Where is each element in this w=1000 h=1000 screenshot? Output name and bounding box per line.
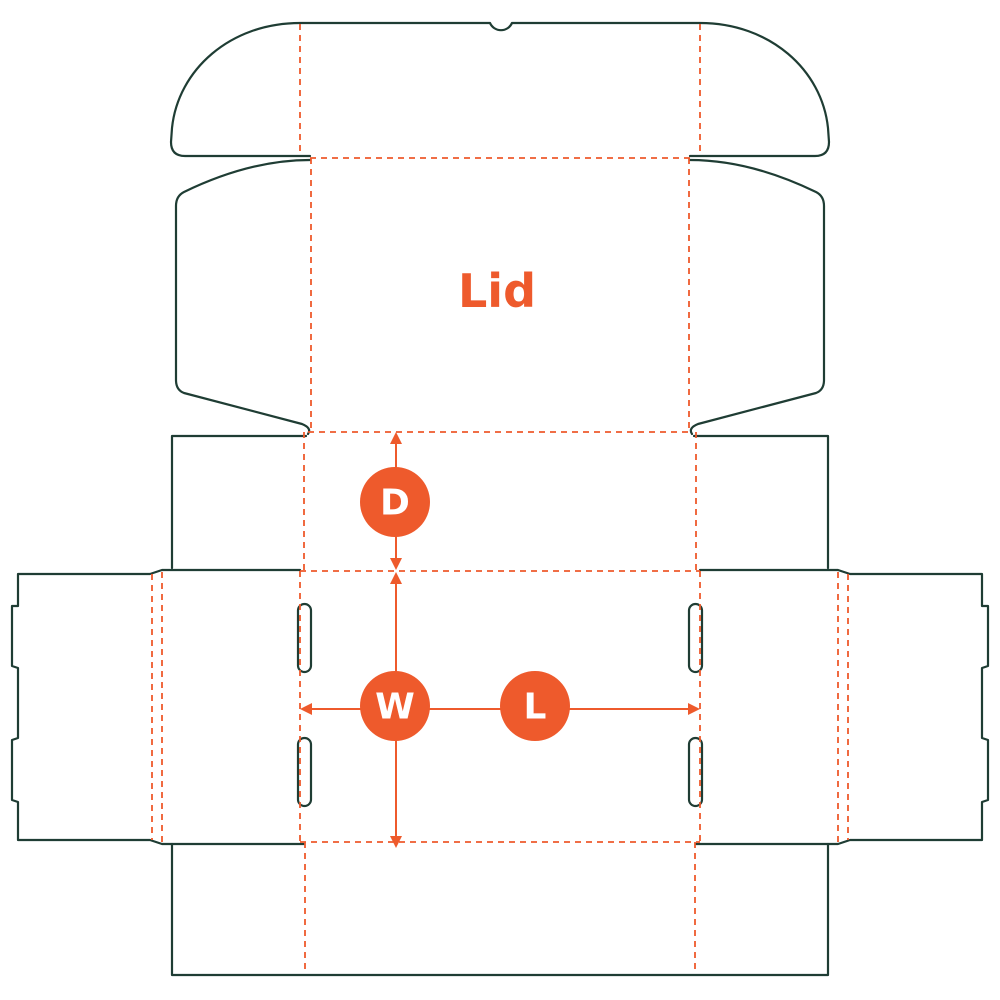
top-tuck-flap-outline xyxy=(169,21,831,158)
back-panel-outline xyxy=(170,434,830,570)
width-arrow-top xyxy=(390,572,402,584)
left-lower-lock-slot xyxy=(296,736,313,808)
depth-badge-circle xyxy=(360,467,430,537)
lid-right-dust-flap xyxy=(688,158,826,436)
left-upper-lock-slot xyxy=(296,602,313,674)
right-upper-lock-slot xyxy=(687,602,704,674)
left-side-flap-outline xyxy=(10,568,306,846)
length-badge: L xyxy=(500,671,570,741)
length-arrow-left xyxy=(300,703,312,715)
fold-lines xyxy=(151,24,849,974)
dimension-markers xyxy=(300,432,700,848)
cut-lines xyxy=(10,21,990,977)
right-lower-lock-slot xyxy=(687,736,704,808)
width-arrow-bottom xyxy=(390,836,402,848)
width-badge-label: W xyxy=(375,687,415,728)
front-panel-outline xyxy=(170,842,830,977)
depth-arrow-top xyxy=(390,432,402,444)
width-badge: W xyxy=(360,671,430,741)
width-badge-circle xyxy=(360,671,430,741)
length-arrow-right xyxy=(688,703,700,715)
length-badge-circle xyxy=(500,671,570,741)
right-side-flap-outline xyxy=(694,568,990,846)
depth-badge: D xyxy=(360,467,430,537)
depth-badge-label: D xyxy=(380,483,410,524)
lid-panel-label: Lid xyxy=(458,264,536,318)
lid-left-dust-flap xyxy=(174,158,312,436)
length-badge-label: L xyxy=(524,687,547,728)
depth-arrow-bottom xyxy=(390,558,402,570)
